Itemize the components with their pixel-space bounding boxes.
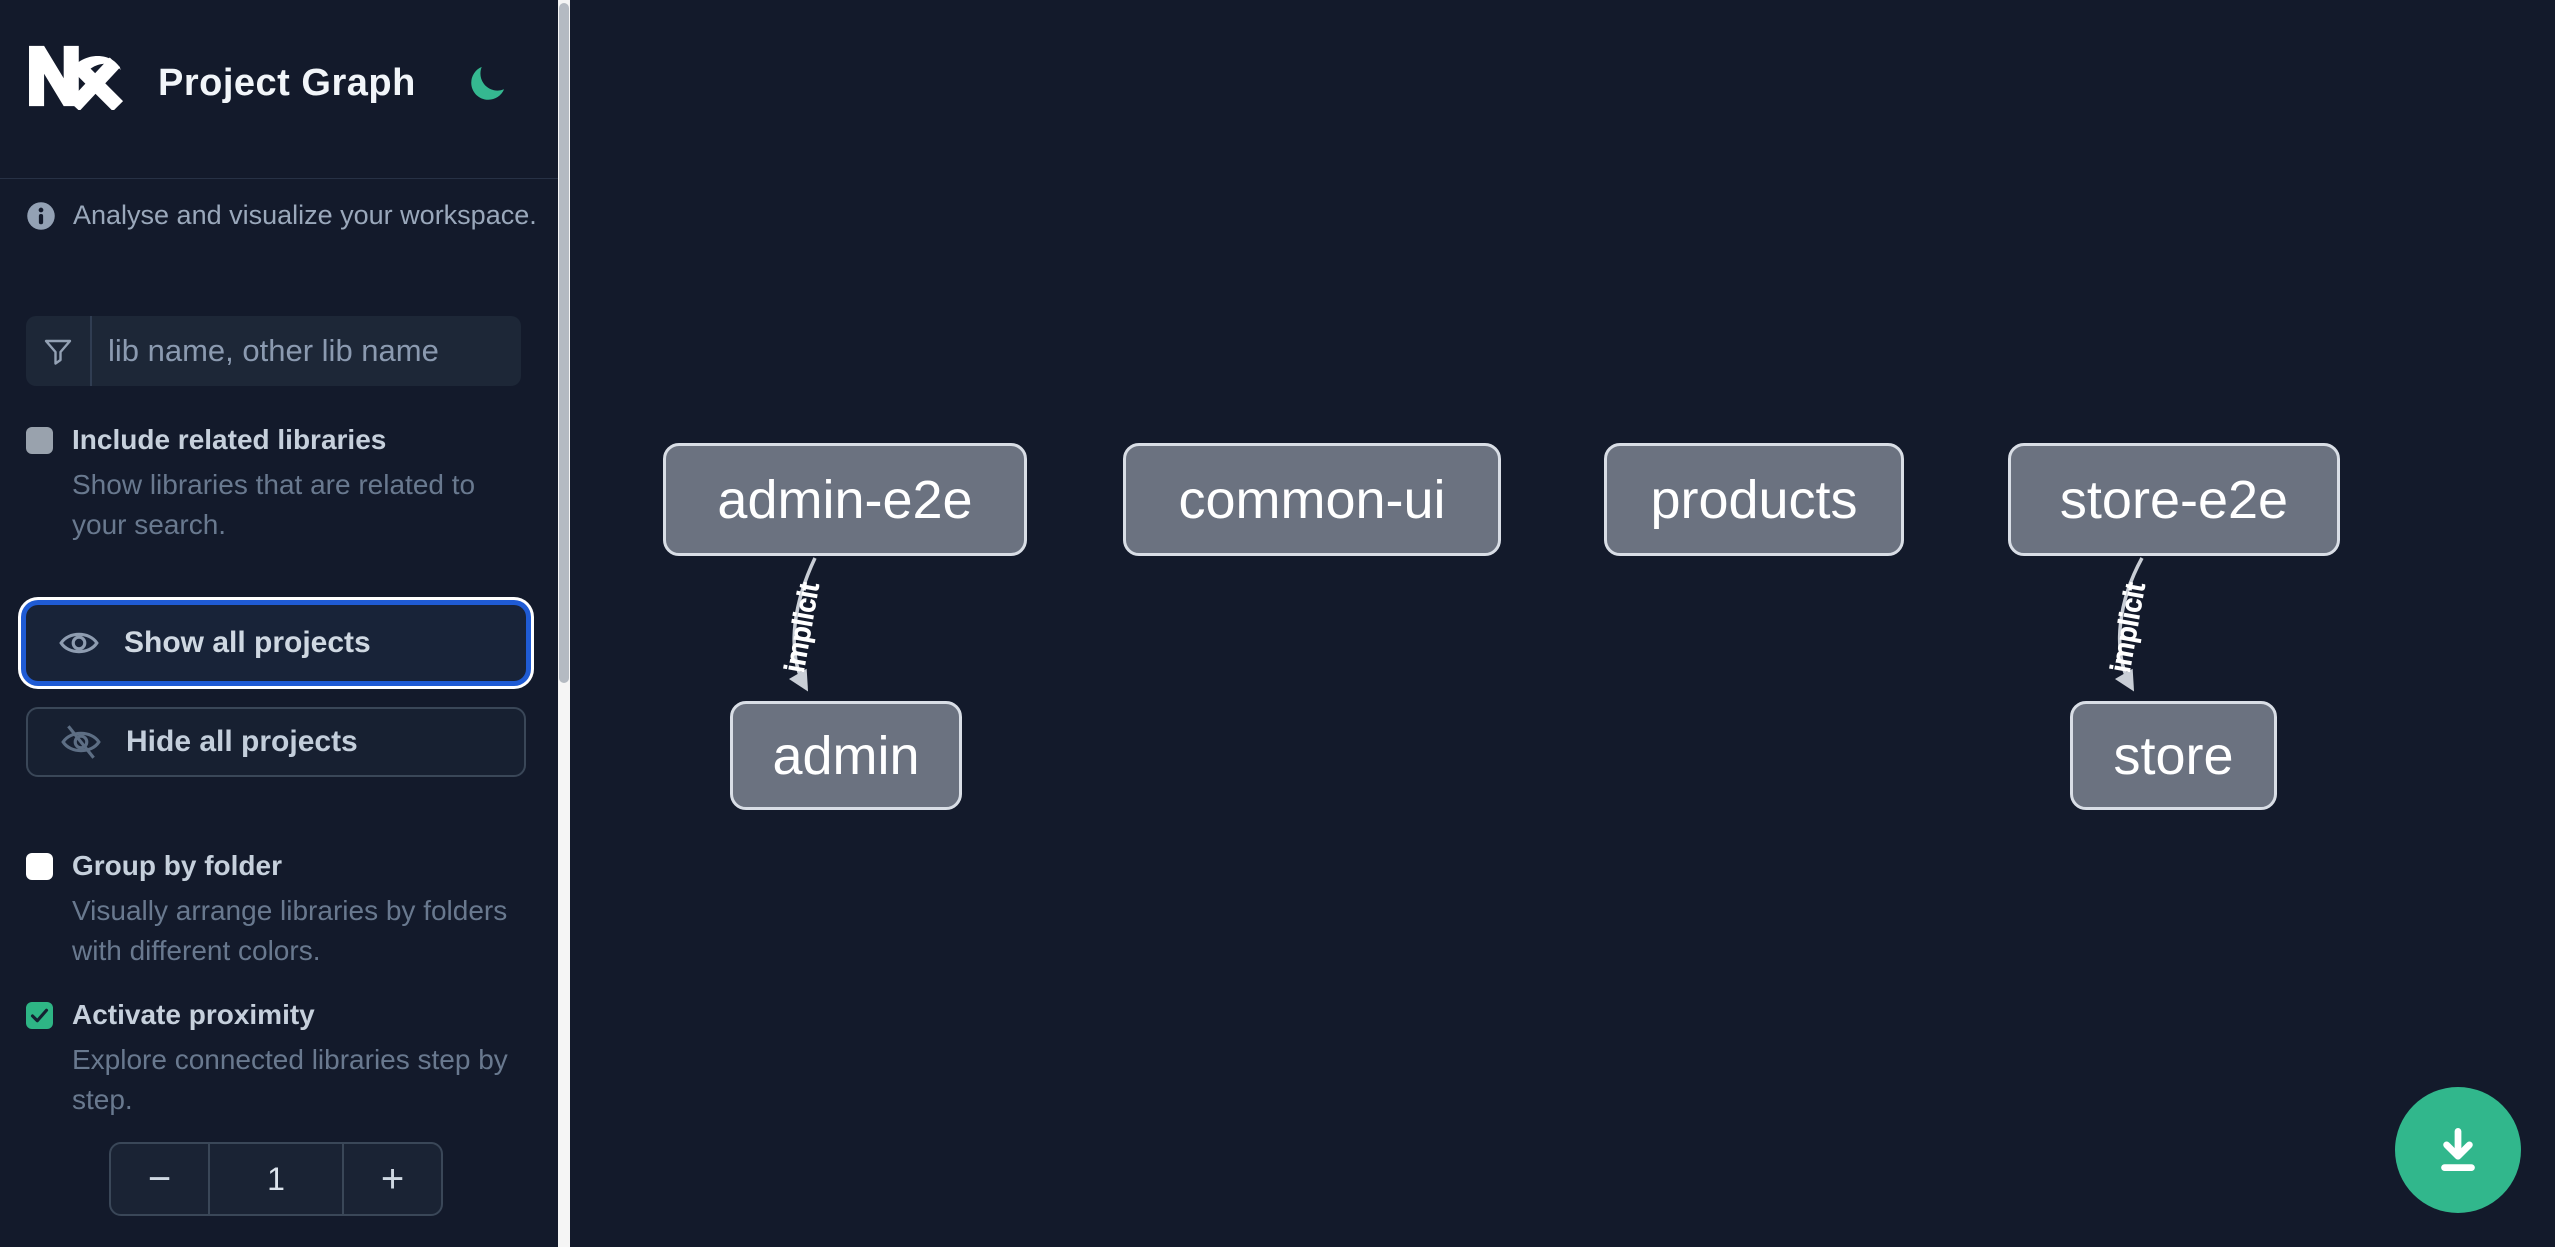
edge-label-implicit: implicit [779, 580, 824, 674]
node-label: products [1650, 469, 1858, 530]
search-input[interactable] [92, 333, 521, 369]
edge-admin-e2e-admin[interactable] [788, 557, 817, 692]
sidebar: Project Graph Analyse and visualize your… [0, 0, 558, 1247]
moon-icon [471, 66, 505, 100]
option-group-by-folder: Group by folder Visually arrange librari… [26, 850, 507, 971]
group-by-folder-checkbox[interactable] [26, 852, 53, 880]
graph-edges: implicit implicit [779, 557, 2151, 692]
edge-label-implicit: implicit [2105, 580, 2150, 674]
group-by-folder-label[interactable]: Group by folder [72, 850, 282, 881]
graph-node-store[interactable]: store [2070, 701, 2277, 810]
theme-toggle-button[interactable] [464, 62, 510, 108]
option-include-related-libraries: Include related libraries Show libraries… [26, 424, 506, 545]
increment-button[interactable]: + [344, 1144, 441, 1214]
workspace-info: Analyse and visualize your workspace. [26, 200, 537, 231]
show-all-projects-button[interactable]: Show all projects [26, 605, 526, 681]
edge-store-e2e-store[interactable] [2114, 557, 2144, 692]
node-label: store [2113, 725, 2234, 786]
proximity-depth-stepper: − 1 + [109, 1142, 443, 1216]
graph-node-store-e2e[interactable]: store-e2e [2008, 443, 2340, 556]
node-label: admin [772, 725, 920, 786]
proximity-depth-value[interactable]: 1 [208, 1144, 344, 1214]
info-icon [27, 201, 55, 230]
eye-off-icon [61, 725, 101, 759]
nx-logo [29, 45, 124, 110]
filter-icon [26, 316, 92, 386]
activate-proximity-description: Explore connected libraries step by step… [72, 1044, 508, 1115]
download-icon [2441, 1127, 2475, 1171]
include-related-checkbox[interactable] [26, 426, 53, 454]
checkmark-icon [30, 1008, 49, 1022]
graph-canvas[interactable]: implicit implicit admin-e2e common-ui pr… [570, 0, 2555, 1247]
graph-node-admin[interactable]: admin [730, 701, 962, 810]
scrollbar-thumb[interactable] [559, 3, 569, 683]
search-box [26, 316, 521, 386]
hide-all-projects-button[interactable]: Hide all projects [26, 707, 526, 777]
download-graph-button[interactable] [2395, 1087, 2521, 1213]
group-by-folder-description: Visually arrange libraries by folders wi… [72, 895, 508, 966]
workspace-info-text: Analyse and visualize your workspace. [73, 200, 537, 230]
decrement-button[interactable]: − [111, 1144, 208, 1214]
show-all-projects-label: Show all projects [124, 626, 371, 659]
eye-icon [59, 632, 99, 654]
activate-proximity-checkbox[interactable] [26, 1001, 53, 1029]
node-label: admin-e2e [717, 469, 973, 530]
include-related-label[interactable]: Include related libraries [72, 424, 387, 455]
node-label: common-ui [1178, 469, 1446, 530]
graph-node-products[interactable]: products [1604, 443, 1904, 556]
option-activate-proximity: Activate proximity Explore connected lib… [26, 999, 508, 1120]
activate-proximity-label[interactable]: Activate proximity [72, 999, 315, 1030]
include-related-description: Show libraries that are related to your … [72, 469, 476, 540]
page-title: Project Graph [158, 62, 416, 104]
node-label: store-e2e [2059, 469, 2289, 530]
sidebar-scrollbar[interactable] [558, 0, 570, 1247]
graph-node-admin-e2e[interactable]: admin-e2e [663, 443, 1027, 556]
hide-all-projects-label: Hide all projects [126, 725, 358, 758]
header-divider [0, 178, 558, 179]
graph-node-common-ui[interactable]: common-ui [1123, 443, 1501, 556]
